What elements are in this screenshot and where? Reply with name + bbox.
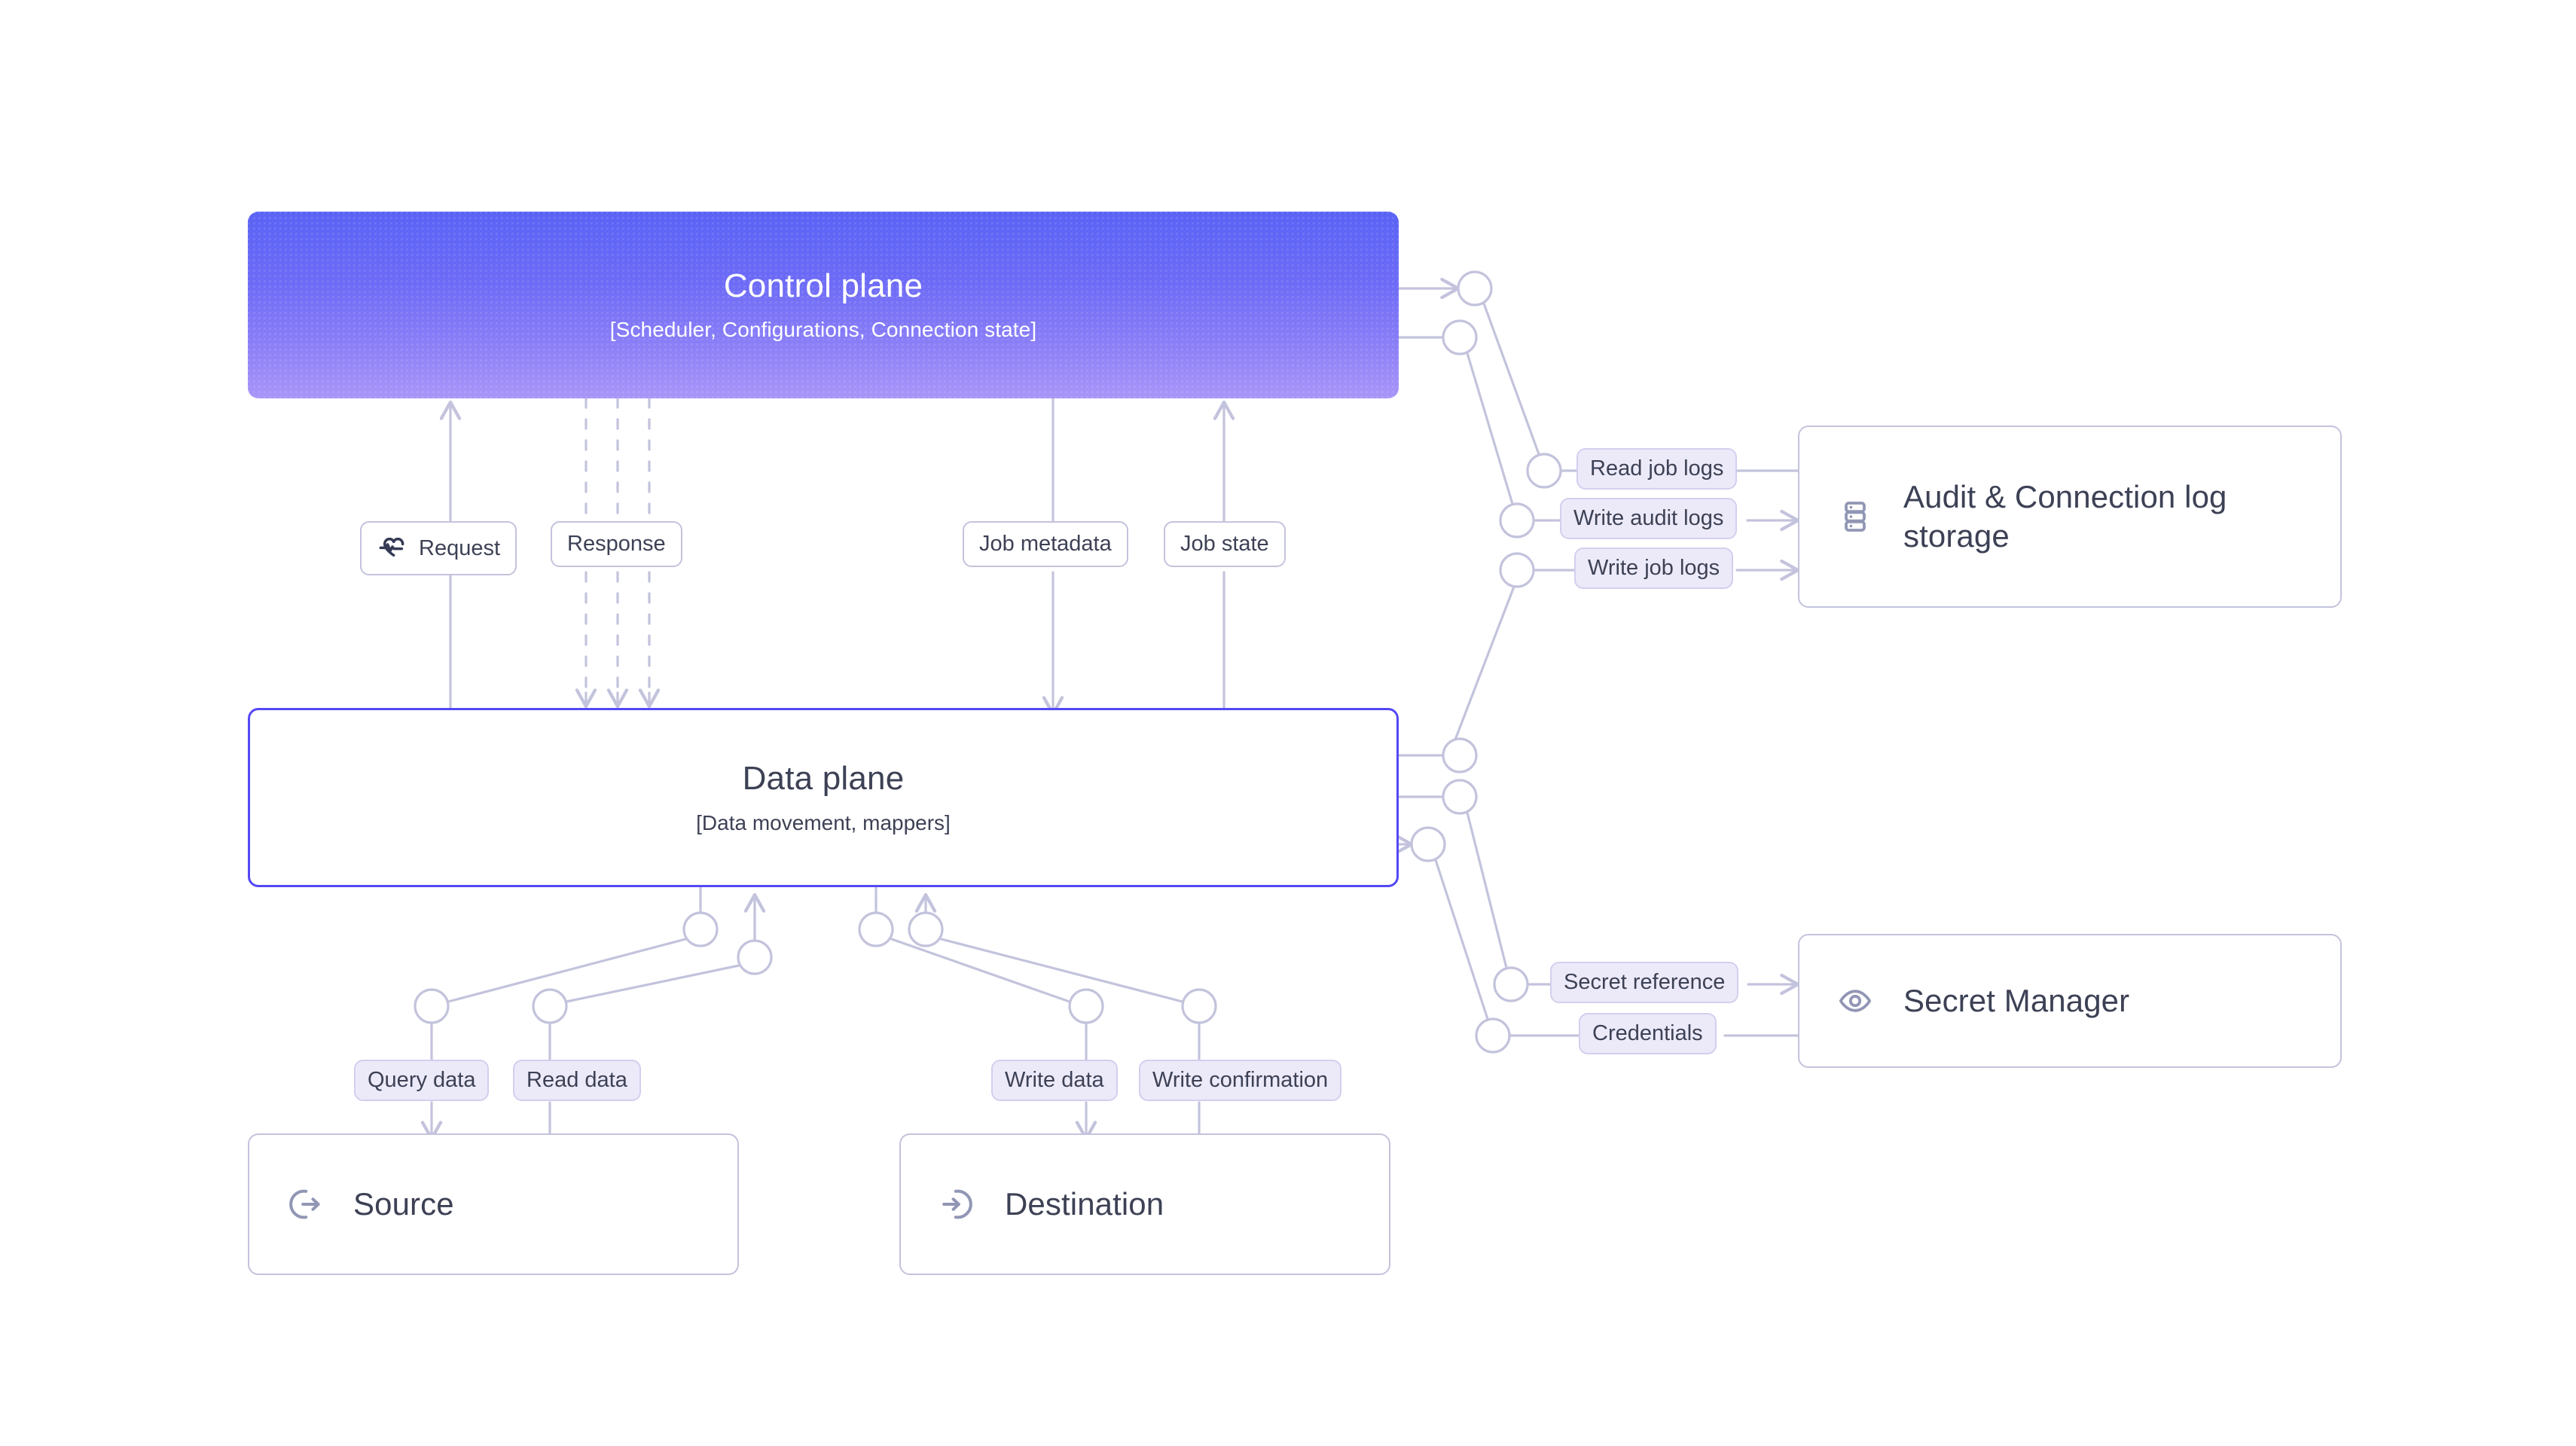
edge-label-write-job-logs-text: Write job logs xyxy=(1588,556,1720,580)
data-plane-subtitle: [Data movement, mappers] xyxy=(696,811,951,834)
junction-dot-write-job-logs-dp xyxy=(1442,737,1478,773)
edge-label-write-confirmation-text: Write confirmation xyxy=(1152,1068,1329,1092)
junction-dot-write-audit-logs xyxy=(1499,502,1535,538)
edge-label-query-data[interactable]: Query data xyxy=(354,1060,490,1101)
edge-label-read-job-logs-text: Read job logs xyxy=(1590,456,1724,480)
log-out-circle-icon xyxy=(285,1185,325,1224)
junction-dot-write-confirmation xyxy=(1181,988,1217,1024)
edge-label-job-metadata[interactable]: Job metadata xyxy=(963,521,1128,567)
secret-manager-card[interactable]: Secret Manager xyxy=(1798,934,2342,1068)
log-in-circle-icon xyxy=(937,1185,976,1224)
edge-label-request[interactable]: Request xyxy=(360,521,517,575)
pulse-icon xyxy=(377,533,407,563)
junction-dot-read-job-logs-cp xyxy=(1457,270,1493,307)
secret-manager-label: Secret Manager xyxy=(1903,982,2130,1018)
edge-label-read-job-logs[interactable]: Read job logs xyxy=(1576,448,1738,490)
edge-label-job-state[interactable]: Job state xyxy=(1164,521,1286,567)
audit-log-storage-label: Audit & Connection log storage xyxy=(1903,478,2227,554)
wire-writejoblogs-diag xyxy=(1454,585,1515,741)
wire-writeconf-diag xyxy=(940,938,1184,1003)
junction-dot-read-job-logs xyxy=(1526,453,1562,489)
junction-dot-secret-reference xyxy=(1493,966,1529,1002)
control-plane-title: Control plane xyxy=(723,267,923,304)
junction-dot-write-audit-logs-cp xyxy=(1442,319,1478,355)
junction-dot-write-job-logs xyxy=(1499,552,1535,588)
wire-writeauditlogs-diag xyxy=(1466,352,1514,505)
junction-dot-credentials-dp xyxy=(1410,826,1446,862)
edge-label-secret-reference-text: Secret reference xyxy=(1564,970,1726,994)
eye-icon xyxy=(1836,981,1875,1020)
wire-response-arrowheads xyxy=(575,688,661,709)
control-plane-box[interactable]: Control plane [Scheduler, Configurations… xyxy=(248,212,1399,398)
junction-dot-credentials xyxy=(1475,1017,1511,1054)
wire-readdata-diag xyxy=(565,964,740,1003)
junction-dot-read-data xyxy=(532,988,568,1024)
edge-label-write-data-text: Write data xyxy=(1005,1068,1104,1092)
edge-label-response[interactable]: Response xyxy=(551,521,682,567)
wire-secretref-diag xyxy=(1466,811,1508,969)
edge-label-write-confirmation[interactable]: Write confirmation xyxy=(1139,1060,1342,1101)
edge-label-job-metadata-text: Job metadata xyxy=(979,532,1112,556)
edge-label-response-text: Response xyxy=(567,532,666,556)
wire-querydata-diag xyxy=(447,938,687,1003)
destination-label: Destination xyxy=(1005,1185,1164,1222)
wire-readjoblogs-diag xyxy=(1482,302,1540,456)
edge-label-secret-reference[interactable]: Secret reference xyxy=(1550,962,1739,1003)
destination-card[interactable]: Destination xyxy=(899,1133,1390,1275)
control-plane-subtitle: [Scheduler, Configurations, Connection s… xyxy=(609,318,1037,342)
edge-label-read-data-text: Read data xyxy=(526,1068,627,1092)
junction-dot-write-data xyxy=(1068,988,1104,1024)
edge-label-job-state-text: Job state xyxy=(1180,532,1269,556)
edge-label-request-text: Request xyxy=(419,535,501,560)
edge-label-write-audit-logs[interactable]: Write audit logs xyxy=(1560,498,1738,539)
edge-label-read-data[interactable]: Read data xyxy=(513,1060,641,1101)
wire-credentials-diag xyxy=(1434,859,1489,1020)
junction-dot-write-data-dp xyxy=(858,911,894,947)
edge-label-credentials-text: Credentials xyxy=(1592,1021,1703,1045)
edge-label-write-job-logs[interactable]: Write job logs xyxy=(1574,548,1734,589)
wire-writedata-diag xyxy=(890,938,1071,1003)
junction-dot-read-data-dp xyxy=(737,939,773,975)
data-plane-title: Data plane xyxy=(742,760,905,797)
edge-label-query-data-text: Query data xyxy=(368,1068,476,1092)
audit-log-storage-card[interactable]: Audit & Connection log storage xyxy=(1798,426,2342,608)
data-plane-box[interactable]: Data plane [Data movement, mappers] xyxy=(248,708,1399,887)
junction-dot-write-confirmation-dp xyxy=(908,911,944,947)
source-card[interactable]: Source xyxy=(248,1133,739,1275)
junction-dot-query-data xyxy=(414,988,450,1024)
edge-label-write-audit-logs-text: Write audit logs xyxy=(1573,506,1724,530)
source-label: Source xyxy=(353,1185,454,1222)
edge-label-write-data[interactable]: Write data xyxy=(991,1060,1118,1101)
junction-dot-secret-reference-dp xyxy=(1442,779,1478,815)
edge-label-credentials[interactable]: Credentials xyxy=(1579,1013,1717,1054)
junction-dot-query-data-dp xyxy=(682,911,719,947)
server-stack-icon xyxy=(1836,497,1875,536)
